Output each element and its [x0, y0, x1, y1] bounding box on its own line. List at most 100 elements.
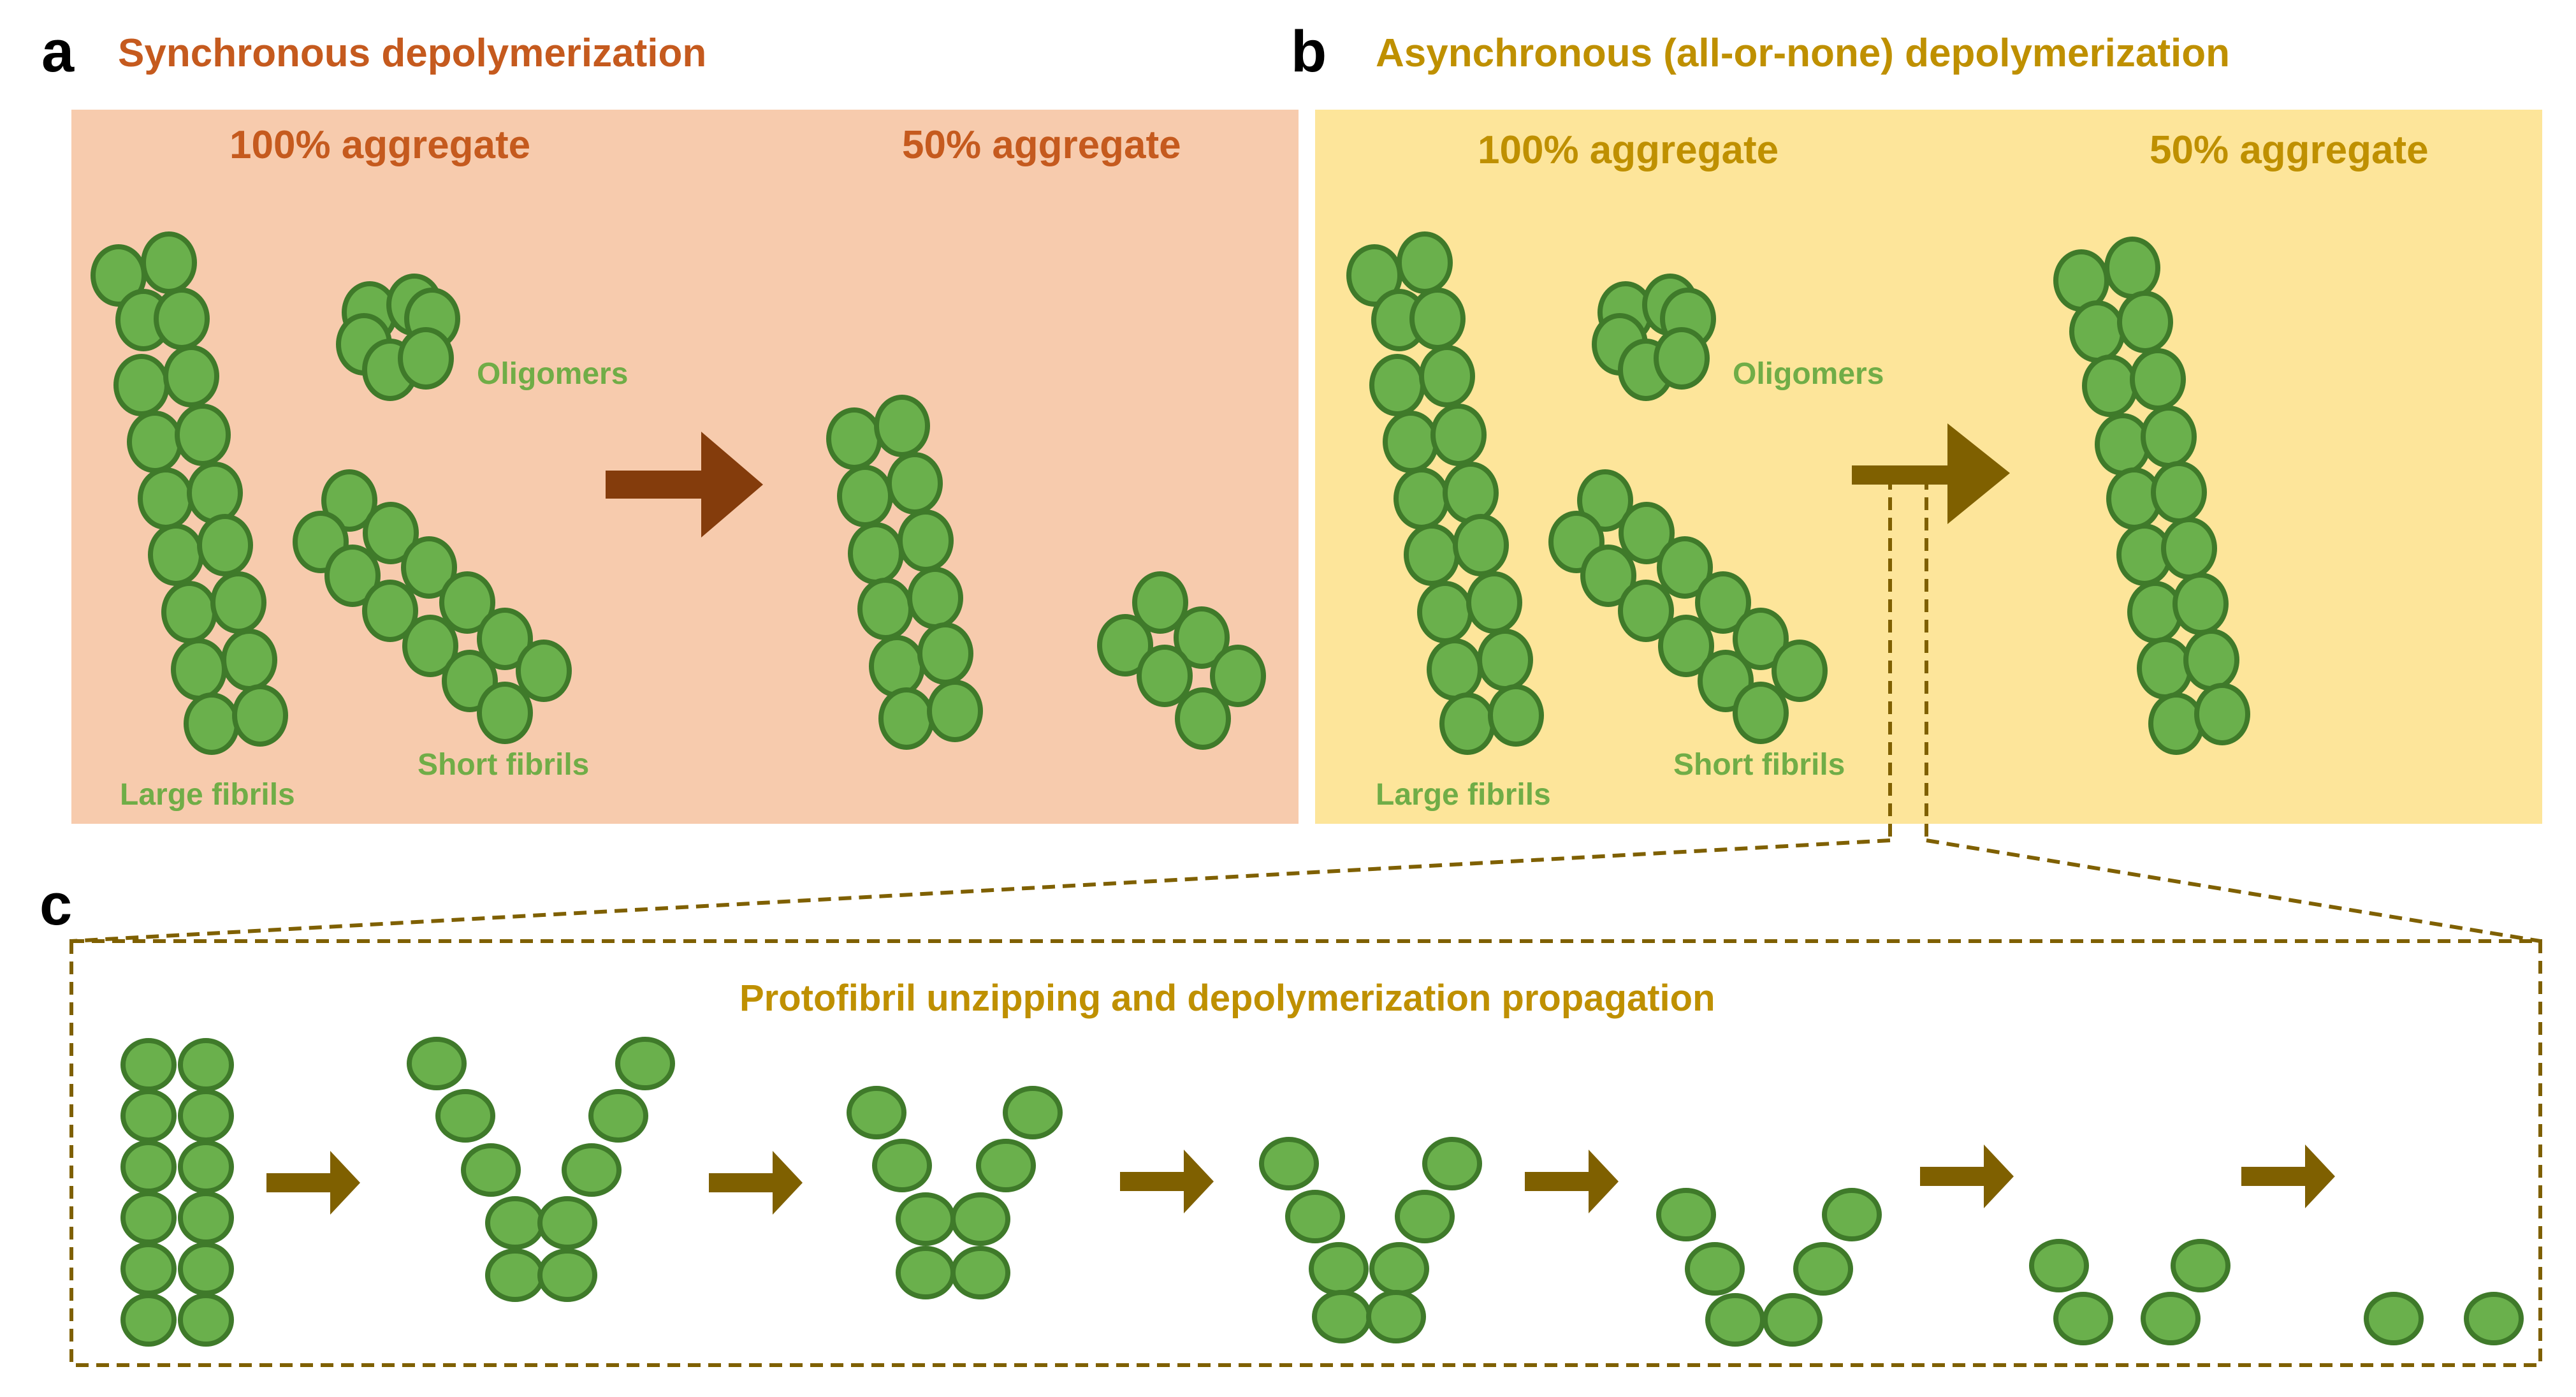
subunit-icon — [461, 1143, 521, 1197]
subunit-icon — [878, 687, 935, 750]
subunit-icon — [178, 1038, 234, 1092]
subunit-icon — [154, 288, 210, 350]
subunit-icon — [896, 1192, 956, 1246]
subunit-icon — [1210, 645, 1266, 707]
subunit-icon — [1397, 231, 1453, 294]
subunit-icon — [2148, 692, 2204, 755]
subunit-icon — [2141, 406, 2197, 468]
subunit-icon — [407, 1037, 467, 1090]
subunit-icon — [210, 571, 266, 634]
panel-b-right-heading: 50% aggregate — [2150, 128, 2429, 172]
subunit-icon — [1656, 1188, 1716, 1241]
panel-c-title: Protofibril unzipping and depolymerizati… — [739, 977, 1715, 1019]
subunit-icon — [362, 580, 418, 642]
panel-c-dashed-box — [69, 939, 2542, 1367]
panel-a-left-heading: 100% aggregate — [229, 123, 530, 167]
subunit-icon — [1439, 692, 1495, 755]
subunit-icon — [1417, 581, 1473, 643]
subunit-icon — [2069, 300, 2125, 363]
subunit-icon — [1175, 687, 1231, 750]
subunit-icon — [485, 1196, 545, 1250]
oligomers-a — [336, 274, 460, 401]
panel-a-large-fibrils-label: Large fibrils — [120, 778, 295, 812]
large-fibril-a-remaining — [826, 395, 983, 750]
subunit-icon — [1369, 354, 1425, 416]
panel-c-arrow-icon-2 — [709, 1151, 803, 1215]
subunit-icon — [1443, 462, 1499, 524]
subunit-icon — [1419, 345, 1475, 407]
subunit-icon — [113, 354, 170, 416]
subunit-icon — [917, 622, 973, 685]
subunit-icon — [1772, 640, 1828, 702]
subunit-icon — [1763, 1293, 1823, 1347]
subunit-icon — [2117, 291, 2173, 353]
subunit-icon — [1488, 684, 1544, 747]
subunit-icon — [848, 522, 904, 585]
subunit-icon — [178, 1242, 234, 1296]
subunit-icon — [1577, 469, 1633, 532]
subunit-icon — [1097, 614, 1153, 677]
panel-c-arrow-icon-1 — [266, 1151, 360, 1215]
subunit-icon — [2183, 629, 2239, 691]
subunit-icon — [907, 567, 963, 629]
subunit-icon — [127, 411, 183, 473]
large-fibril-a — [91, 231, 288, 755]
subunit-icon — [537, 1248, 597, 1302]
subunit-icon — [1695, 571, 1751, 634]
subunit-icon — [1793, 1242, 1853, 1296]
subunit-icon — [874, 395, 930, 457]
subunit-icon — [2082, 355, 2138, 417]
subunit-icon — [1383, 411, 1439, 473]
subunit-icon — [1430, 404, 1487, 466]
subunit-icon — [477, 682, 533, 744]
subunit-icon — [1312, 1290, 1372, 1343]
subunit-icon — [1705, 1293, 1765, 1347]
subunit-icon — [1369, 1242, 1429, 1296]
subunit-icon — [896, 1246, 956, 1299]
subunit-icon — [1404, 523, 1460, 586]
subunit-icon — [120, 1191, 177, 1245]
large-fibril-b-remaining — [2053, 237, 2250, 755]
subunit-icon — [141, 231, 197, 294]
subunit-icon — [363, 502, 419, 564]
subunit-icon — [178, 1191, 234, 1245]
subunit-icon — [1822, 1188, 1882, 1241]
subunit-icon — [2053, 1292, 2113, 1345]
subunit-icon — [2141, 1292, 2201, 1345]
subunit-icon — [321, 469, 377, 532]
subunit-icon — [1466, 571, 1522, 634]
short-fibril-a — [293, 469, 572, 744]
subunit-icon — [2029, 1239, 2089, 1292]
subunit-icon — [439, 571, 495, 634]
panel-b-short-fibrils-label: Short fibrils — [1673, 748, 1845, 782]
subunit-icon — [837, 465, 893, 527]
subunit-icon — [2171, 1239, 2230, 1292]
subunit-icon — [324, 545, 381, 607]
panel-b-right-arrow-icon — [1852, 423, 2010, 524]
subunit-icon — [1733, 682, 1789, 744]
subunit-icon — [950, 1246, 1010, 1299]
subunit-icon — [2151, 461, 2207, 523]
protofibril-sequence — [120, 1037, 2524, 1347]
panel-a-title: Synchronous depolymerization — [118, 31, 706, 75]
panel-b-oligomers-label: Oligomers — [1733, 357, 1884, 391]
subunit-icon — [2127, 581, 2183, 643]
subunit-icon — [2130, 348, 2186, 411]
subunit-icon — [2104, 237, 2160, 299]
oligomers-b — [1592, 274, 1716, 401]
large-fibril-b — [1346, 231, 1544, 755]
subunit-icon — [398, 327, 454, 390]
subunit-icon — [1685, 1242, 1745, 1296]
subunit-icon — [1137, 645, 1193, 707]
subunit-icon — [178, 1293, 234, 1347]
subunit-icon — [1132, 571, 1188, 634]
subunit-icon — [401, 536, 457, 599]
subunit-icon — [516, 640, 572, 702]
subunit-icon — [178, 1140, 234, 1194]
panel-c-arrow-icon-4 — [1525, 1150, 1619, 1213]
subunit-icon — [1003, 1086, 1063, 1139]
subunit-icon — [2137, 637, 2193, 699]
subunit-icon — [171, 638, 227, 701]
subunit-icon — [1366, 1290, 1426, 1343]
subunit-icon — [1618, 580, 1674, 642]
